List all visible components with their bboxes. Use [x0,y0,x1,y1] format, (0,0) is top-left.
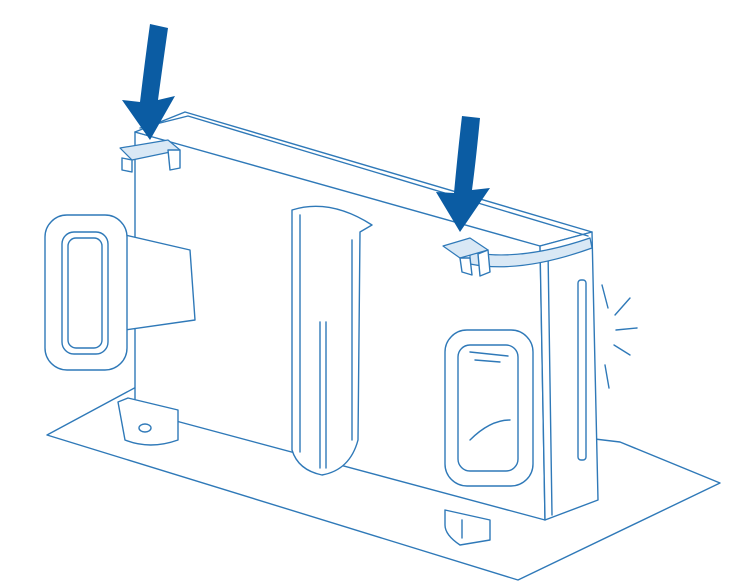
top-clip-left [119,139,181,173]
bottom-foot-left [117,397,179,446]
left-handle [44,214,196,371]
right-handle [444,329,534,487]
top-clip-right [442,237,491,277]
press-down-arrow-icon [122,24,175,140]
center-latch [291,205,373,476]
bottom-foot-right [444,509,491,546]
click-sound-icon [601,284,638,389]
press-down-arrow-icon [436,116,490,232]
floor-plane [46,384,721,581]
